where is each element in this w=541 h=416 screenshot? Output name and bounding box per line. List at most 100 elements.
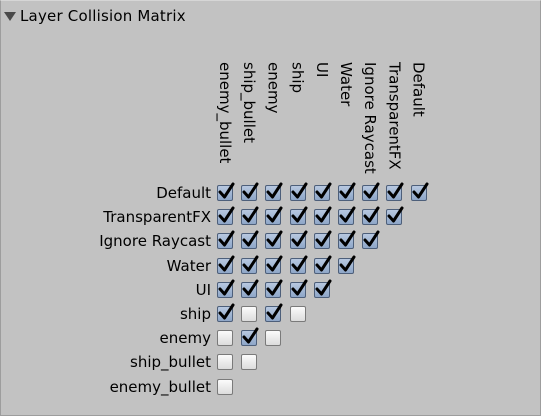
collision-checkbox-enemy-ship-bullet[interactable]	[241, 327, 259, 347]
collision-checkbox-enemy-bullet-enemy-bullet[interactable]	[217, 378, 233, 395]
checkmark-icon	[242, 182, 259, 199]
collision-checkbox-transparentfx-ship-bullet[interactable]	[241, 206, 259, 226]
checkmark-icon	[412, 182, 429, 199]
collision-checkbox-enemy-enemy[interactable]	[265, 330, 282, 347]
checkmark-icon	[363, 230, 380, 247]
row-label-ignore-raycast: Ignore Raycast	[99, 232, 211, 251]
collision-checkbox-water-ship-bullet[interactable]	[241, 255, 259, 274]
row-label-water: Water	[166, 256, 211, 275]
checkmark-icon	[266, 303, 283, 320]
checkmark-icon	[266, 255, 283, 272]
column-label-default: Default	[409, 62, 428, 117]
row-label-ship-bullet: ship_bullet	[130, 353, 211, 372]
collision-checkbox-ship-ship-bullet[interactable]	[241, 306, 258, 322]
checkmark-icon	[339, 206, 356, 223]
collision-checkbox-default-ship[interactable]	[289, 182, 308, 201]
row-label-enemy: enemy	[159, 329, 211, 348]
checkmark-icon	[266, 206, 283, 223]
collision-checkbox-default-ship-bullet[interactable]	[241, 182, 259, 201]
collision-checkbox-ui-ship-bullet[interactable]	[241, 279, 259, 298]
checkmark-icon	[266, 182, 283, 199]
checkmark-icon	[218, 279, 235, 296]
checkmark-icon	[339, 255, 356, 272]
checkmark-icon	[218, 206, 235, 223]
collision-checkbox-default-transparentfx[interactable]	[386, 182, 404, 201]
section-title: Layer Collision Matrix	[20, 7, 186, 25]
checkmark-icon	[242, 255, 259, 272]
collision-checkbox-transparentfx-transparentfx[interactable]	[386, 206, 404, 226]
collision-checkbox-default-enemy-bullet[interactable]	[217, 182, 235, 201]
row-label-ship: ship	[179, 305, 211, 323]
collision-checkbox-default-default[interactable]	[410, 182, 429, 201]
column-label-ship: ship	[288, 62, 307, 94]
collision-checkbox-water-ui[interactable]	[313, 255, 332, 274]
checkmark-icon	[315, 206, 332, 223]
collision-checkbox-ignore-raycast-enemy-bullet[interactable]	[217, 230, 235, 250]
checkmark-icon	[242, 206, 259, 223]
collision-checkbox-ignore-raycast-water[interactable]	[338, 230, 356, 250]
collision-checkbox-enemy-enemy-bullet[interactable]	[217, 330, 233, 347]
checkmark-icon	[363, 182, 380, 199]
collision-checkbox-ui-ship[interactable]	[289, 279, 308, 298]
row-label-default: Default	[156, 184, 211, 202]
column-label-transparentfx: TransparentFX	[385, 62, 404, 170]
column-label-water: Water	[337, 62, 355, 107]
checkmark-icon	[291, 230, 308, 247]
collision-checkbox-ship-enemy[interactable]	[265, 303, 283, 322]
checkmark-icon	[218, 303, 235, 320]
checkmark-icon	[242, 279, 259, 296]
checkmark-icon	[339, 230, 356, 247]
checkmark-icon	[266, 230, 283, 247]
collision-checkbox-ship-bullet-ship-bullet[interactable]	[241, 354, 258, 371]
collision-checkbox-transparentfx-enemy-bullet[interactable]	[217, 206, 235, 226]
collision-checkbox-ship-ship[interactable]	[289, 306, 306, 322]
collision-checkbox-water-water[interactable]	[338, 255, 356, 274]
checkmark-icon	[291, 206, 308, 223]
collision-checkbox-ignore-raycast-ui[interactable]	[313, 230, 332, 250]
collision-checkbox-ignore-raycast-ship-bullet[interactable]	[241, 230, 259, 250]
collision-checkbox-water-enemy[interactable]	[265, 255, 283, 274]
foldout-arrow-icon	[4, 12, 16, 21]
collision-checkbox-transparentfx-ship[interactable]	[289, 206, 308, 226]
collision-checkbox-ui-enemy-bullet[interactable]	[217, 279, 235, 298]
collision-checkbox-ship-bullet-enemy-bullet[interactable]	[217, 354, 233, 371]
collision-checkbox-transparentfx-enemy[interactable]	[265, 206, 283, 226]
checkmark-icon	[291, 182, 308, 199]
checkmark-icon	[242, 230, 259, 247]
column-label-enemy-bullet: enemy_bullet	[216, 62, 234, 164]
column-label-ship-bullet: ship_bullet	[240, 62, 259, 143]
collision-checkbox-transparentfx-water[interactable]	[338, 206, 356, 226]
column-label-enemy: enemy	[264, 62, 283, 114]
checkmark-icon	[218, 230, 235, 247]
collision-checkbox-water-ship[interactable]	[289, 255, 308, 274]
collision-checkbox-ship-enemy-bullet[interactable]	[217, 303, 235, 322]
column-label-ui: UI	[312, 62, 331, 78]
checkmark-icon	[339, 182, 356, 199]
collision-checkbox-ignore-raycast-enemy[interactable]	[265, 230, 283, 250]
checkmark-icon	[266, 279, 283, 296]
collision-checkbox-ignore-raycast-ship[interactable]	[289, 230, 308, 250]
collision-checkbox-default-water[interactable]	[338, 182, 356, 201]
checkmark-icon	[291, 255, 308, 272]
collision-checkbox-transparentfx-ignore-raycast[interactable]	[362, 206, 380, 226]
row-label-enemy-bullet: enemy_bullet	[109, 377, 211, 396]
checkmark-icon	[387, 182, 404, 199]
checkmark-icon	[315, 230, 332, 247]
checkmark-icon	[218, 182, 235, 199]
checkmark-icon	[291, 279, 308, 296]
layer-collision-matrix-foldout[interactable]: Layer Collision Matrix	[4, 6, 186, 26]
collision-checkbox-transparentfx-ui[interactable]	[313, 206, 332, 226]
collision-checkbox-ignore-raycast-ignore-raycast[interactable]	[362, 230, 380, 250]
collision-checkbox-default-enemy[interactable]	[265, 182, 283, 201]
checkmark-icon	[315, 182, 332, 199]
collision-checkbox-ui-ui[interactable]	[313, 279, 332, 298]
collision-checkbox-ui-enemy[interactable]	[265, 279, 283, 298]
checkmark-icon	[242, 327, 259, 344]
collision-checkbox-water-enemy-bullet[interactable]	[217, 255, 235, 274]
checkmark-icon	[218, 255, 235, 272]
collision-checkbox-default-ignore-raycast[interactable]	[362, 182, 380, 201]
collision-checkbox-default-ui[interactable]	[313, 182, 332, 201]
row-label-transparentfx: TransparentFX	[103, 208, 211, 227]
checkmark-icon	[315, 279, 332, 296]
checkmark-icon	[315, 255, 332, 272]
